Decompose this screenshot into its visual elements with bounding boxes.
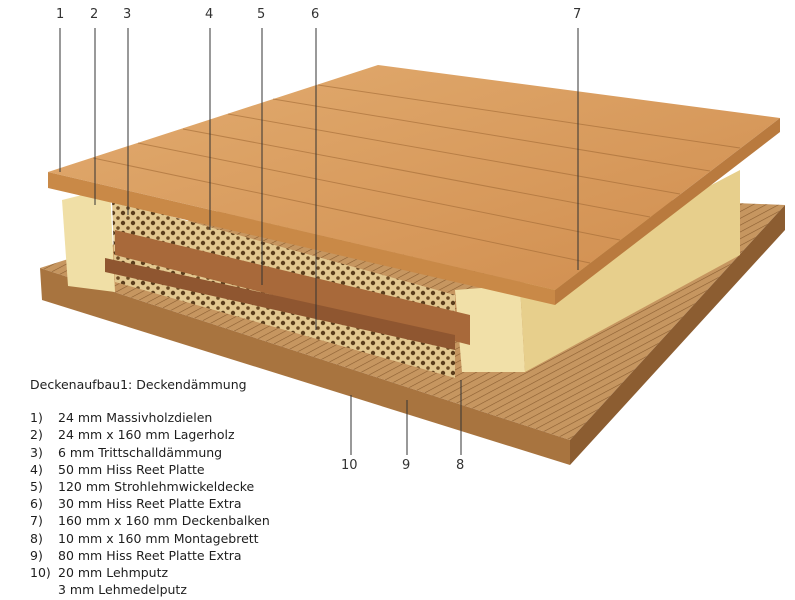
legend: Deckenaufbau1: Deckendämmung 1)24 mm Mas… <box>30 376 270 598</box>
solid-wood-floorboards <box>48 65 780 305</box>
legend-item: 9)80 mm Hiss Reet Platte Extra <box>30 547 242 563</box>
callout-8: 8 <box>456 458 465 473</box>
legend-item: 5)120 mm Strohlehmwickeldecke <box>30 479 255 495</box>
legend-item: 1)24 mm Massivholzdielen <box>30 410 213 426</box>
callout-3: 3 <box>123 7 132 22</box>
callout-10: 10 <box>341 458 358 473</box>
legend-item: 3 mm Lehmedelputz <box>58 582 187 598</box>
legend-item: 6)30 mm Hiss Reet Platte Extra <box>30 496 242 512</box>
callout-2: 2 <box>90 7 99 22</box>
ceiling-beams <box>62 170 740 372</box>
reed-boards <box>105 230 470 350</box>
legend-title: Deckenaufbau1: Deckendämmung <box>30 377 247 392</box>
leader-lines <box>59 28 579 455</box>
callout-1: 1 <box>56 7 65 22</box>
callout-5: 5 <box>257 7 266 22</box>
legend-item: 7)160 mm x 160 mm Deckenbalken <box>30 513 270 529</box>
callout-4: 4 <box>205 7 214 22</box>
legend-item: 10)20 mm Lehmputz <box>30 565 169 581</box>
legend-item: 8)10 mm x 160 mm Montagebrett <box>30 530 259 546</box>
legend-item: 2)24 mm x 160 mm Lagerholz <box>30 427 235 443</box>
callout-6: 6 <box>311 7 320 22</box>
callout-9: 9 <box>402 458 411 473</box>
legend-item: 3)6 mm Trittschalldämmung <box>30 444 223 460</box>
legend-item: 4)50 mm Hiss Reet Platte <box>30 461 205 477</box>
callout-7: 7 <box>573 7 582 22</box>
